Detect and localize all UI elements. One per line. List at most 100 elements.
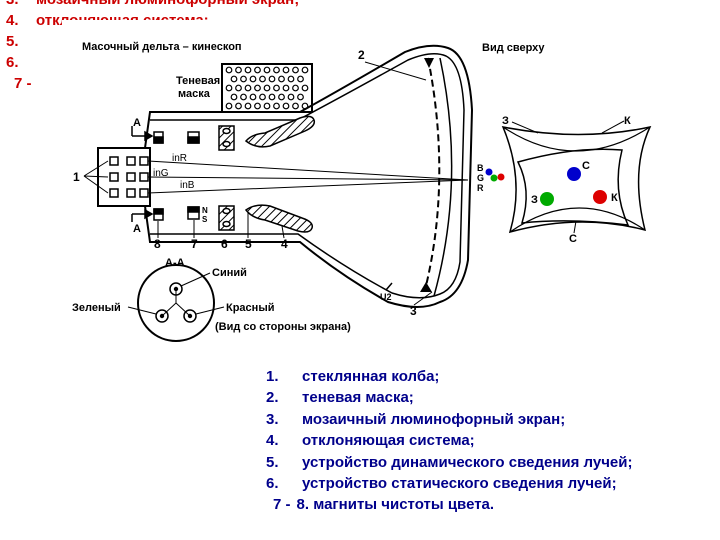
label-green: Зеленый [72,302,121,314]
mask-hole [249,93,257,101]
callout-6: 6 [221,237,228,251]
shadow-mask-holes [225,66,309,110]
legend-item: 3.мозаичный люминофорный экран; [266,410,566,428]
beam-g-label: inG [153,168,169,179]
mask-hole [244,66,252,74]
yoke-top-view-cross [502,126,651,233]
legend-item: 6.устройство статического сведения лучей… [266,475,617,493]
dot-b-label: B [477,163,484,173]
shadow-mask-label-1: Теневая [176,75,220,87]
yoke-red-dot [593,190,607,204]
deflection-yoke-bottom [244,204,314,233]
yoke-k-inner-label: К [611,192,618,204]
mask-hole [235,66,242,74]
mask-hole [273,102,280,110]
dot-blue [485,168,493,176]
mask-hole [235,102,242,110]
mask-hole [230,93,238,101]
section-aa-axes [161,289,191,317]
yoke-c-bottom-line [573,220,577,234]
beam-r-label: inR [172,153,187,164]
callout-2-line [364,61,427,81]
beam-b-label: inB [180,180,195,191]
mask-hole [278,75,285,83]
callout-4-line [281,225,285,239]
mask-hole [225,102,233,110]
label-blue-line [180,272,211,287]
glass-bulb-outer [97,44,474,308]
yoke-green-dot [540,192,554,206]
mask-hole [282,102,290,110]
legend-item: 5.устройство динамического сведения луче… [266,453,633,471]
u2-label: U2 [380,292,392,302]
mask-hole [254,84,261,92]
label-red-line [195,306,225,315]
background-list-item: 6. [6,54,19,71]
glass-bulb-inner [150,53,465,299]
screen-side-view-label: (Вид со стороны экрана) [215,321,351,333]
shadow-mask-label-2: маска [178,88,211,100]
callout-3: 3 [410,304,417,318]
yoke-k-top-label: К [624,115,631,127]
callout-2: 2 [358,48,365,62]
mask-hole [287,75,295,83]
callout-5: 5 [245,237,252,251]
yoke-c-inner-label: С [582,160,590,172]
yoke-z-inner-label: З [531,194,538,206]
mask-hole [263,84,271,92]
diagram-title: Масочный дельта – кинескоп [82,41,242,53]
mask-hole [259,93,266,101]
legend-item: 7 -8. магниты чистоты цвета. [273,496,495,514]
legend-item: 2.теневая маска; [266,389,414,407]
mask-hole [282,84,290,92]
mask-hole [240,93,247,101]
yoke-k-top-line [601,120,625,134]
yoke-top-view-inner [516,148,630,226]
mask-hole [263,102,271,110]
callout-1-lines [83,160,109,194]
mask-hole [292,102,299,110]
mask-hole [273,84,280,92]
callout-7: 7 [191,237,198,251]
mask-hole [254,102,261,110]
mask-hole [244,84,252,92]
electron-beams [147,160,469,194]
legend-item: 1.стеклянная колба; [266,368,440,385]
diagram-overlay-backdrop [62,20,402,60]
purity-magnets-bottom [153,206,200,221]
static-convergence-top [218,125,235,151]
mask-hole [225,84,233,92]
mask-hole [263,66,271,74]
section-a-top-arrow [131,126,154,142]
phosphor-screen [433,57,453,297]
mask-hole [292,66,299,74]
mask-hole [278,93,285,101]
mask-hole [254,66,261,74]
section-a-top-label: А [133,117,141,129]
callout-1: 1 [73,170,80,184]
mask-hole [235,84,242,92]
legend-item: 4.отклоняющая система; [266,432,475,450]
top-view-label: Вид сверху [482,42,545,54]
section-a-bottom-arrow [131,208,154,222]
mask-hole [301,66,309,74]
mask-hole [301,84,309,92]
label-green-line [127,306,157,315]
mask-hole [225,66,233,74]
static-convergence-bottom [218,205,235,231]
mask-hole [282,66,290,74]
dot-r-label: R [477,183,484,193]
background-list-item: 3.мозаичный люминофорный экран; [6,0,299,10]
mask-hole [240,75,247,83]
callout-3-line [413,291,433,306]
mask-hole [297,93,304,101]
deflection-yoke-top [244,115,316,148]
mask-hole [230,75,238,83]
ns-n-label: N [202,206,208,215]
background-list-item: 7 - [14,75,32,92]
u2-lead [385,282,393,291]
label-blue: Синий [212,267,247,279]
mask-hole [292,84,299,92]
dot-red [497,173,505,181]
dot-g-label: G [477,173,484,183]
